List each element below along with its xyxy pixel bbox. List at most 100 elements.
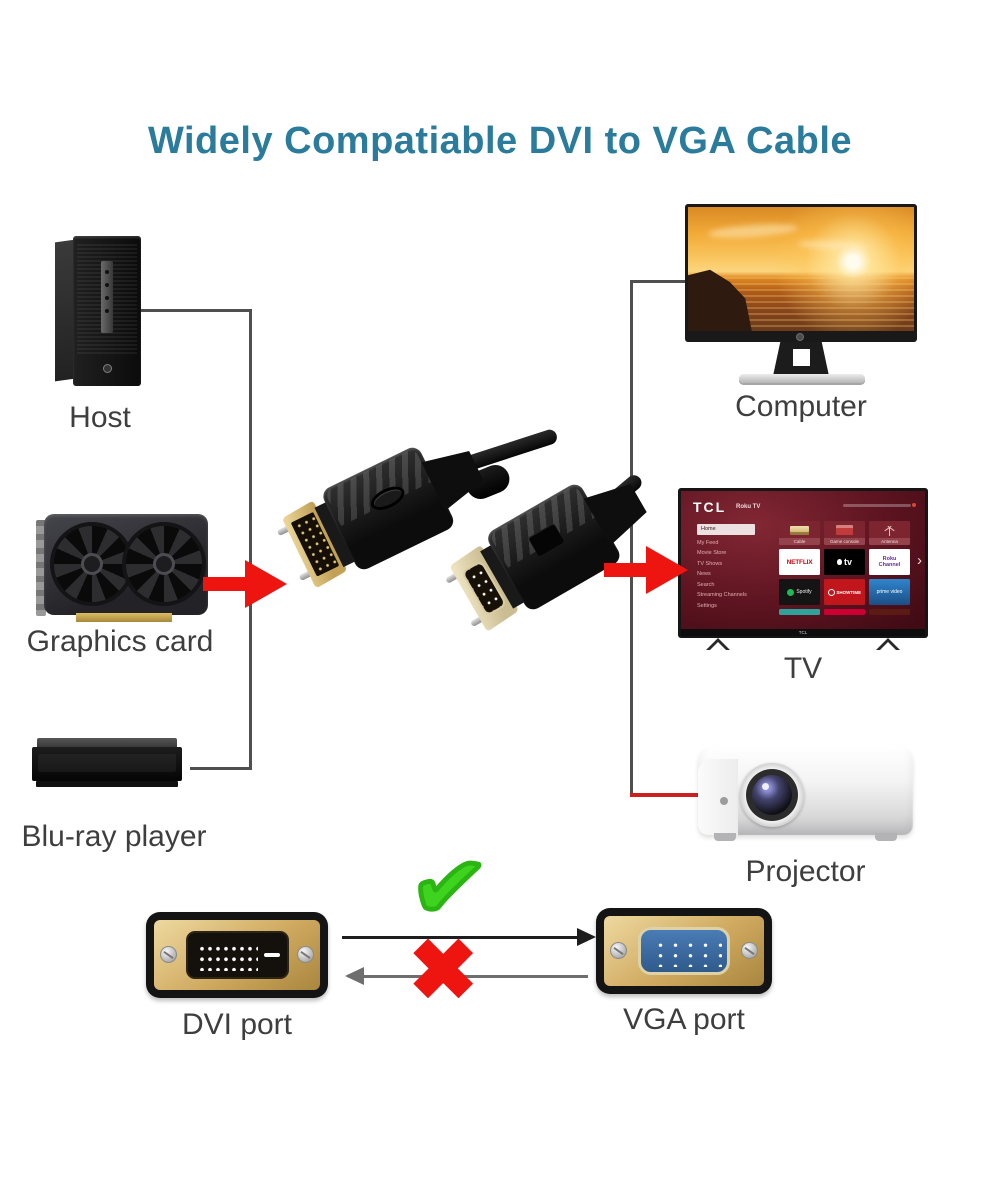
gpu-fan-hub	[81, 553, 103, 575]
wallpaper-cloud	[797, 239, 869, 252]
line-host-horizontal	[138, 309, 252, 312]
line-projector-red	[630, 793, 702, 797]
spotify-text: Spotify	[796, 589, 812, 595]
tv-screen-roku-home: TCL Roku TV Home My Feed Movie Store TV …	[681, 491, 925, 629]
tv-platform-label: Roku TV	[736, 504, 761, 510]
vga-port-pin-grid	[650, 937, 722, 967]
vga-port-image	[596, 908, 772, 994]
antenna-icon	[883, 525, 896, 536]
projector-lens-icon	[740, 763, 804, 827]
showtime-text: SHOWTIME	[836, 589, 862, 595]
tv-menu-item: Streaming Channels	[697, 592, 747, 598]
tv-menu-item: Search	[697, 581, 715, 588]
tv-menu-item: News	[697, 571, 711, 577]
arrow-dvi-to-vga-line	[342, 936, 577, 939]
tv-brand-logo: TCL	[693, 499, 727, 515]
tv-menu-item: Movie Store	[697, 550, 727, 556]
dvi-port-screw	[160, 946, 177, 963]
dvi-port-screw	[297, 946, 314, 963]
tv-leg	[706, 638, 730, 650]
dvi-port-pin-grid	[196, 941, 258, 971]
tv-tile-spotify: Spotify	[779, 579, 820, 605]
gpu-bracket	[36, 520, 46, 616]
bluray-lid	[37, 738, 177, 749]
projector-sensor-dot	[720, 797, 728, 805]
tv-promo-dot	[912, 503, 916, 507]
line-right-vertical	[630, 280, 633, 795]
tv-partial-tile	[824, 609, 865, 615]
computer-monitor-image	[685, 204, 917, 384]
monitor-stand-hole	[793, 349, 810, 366]
cross-mark-icon: ✖	[408, 923, 479, 1017]
gpu-fan-icon	[122, 522, 206, 606]
bluray-body	[32, 747, 182, 781]
host-side-panel	[55, 239, 75, 382]
tv-tile-caption: Antenna	[869, 538, 910, 545]
tv-menu-item: Settings	[697, 602, 717, 609]
apple-tv-text: tv	[843, 557, 852, 567]
tv-partial-tile	[779, 609, 820, 615]
projector-label: Projector	[745, 855, 866, 888]
tv-tile-apple-tv: tv	[824, 549, 865, 575]
host-io-strip	[101, 261, 113, 333]
tv-menu-item: TV Shows	[697, 560, 723, 567]
projector-foot	[714, 833, 736, 841]
game-console-icon	[836, 525, 853, 535]
apple-logo-icon	[836, 559, 842, 565]
vga-port-label: VGA port	[623, 1003, 745, 1036]
computer-label: Computer	[735, 390, 867, 423]
tv-menu-item: My Feed	[697, 539, 719, 546]
tv-tile-showtime: SHOWTIME	[824, 579, 865, 605]
tv-tile-prime-video: prime video	[869, 579, 910, 605]
host-logo-badge	[103, 364, 112, 373]
tv-promo-text-strip	[843, 504, 911, 507]
showtime-logo-icon	[827, 588, 835, 596]
spotify-logo-icon	[787, 588, 795, 596]
vga-port-screw	[741, 942, 758, 959]
bluray-front-display	[38, 754, 176, 772]
tv-partial-tile	[869, 609, 910, 615]
tv-image: TCL Roku TV Home My Feed Movie Store TV …	[678, 488, 928, 650]
graphics-card-image	[36, 512, 208, 626]
tv-tile-caption: Game console	[824, 538, 865, 545]
tv-tile-game-console: Game console	[824, 521, 865, 545]
arrow-vga-to-dvi-head	[345, 967, 364, 985]
red-arrow-cable-to-tv	[604, 546, 688, 594]
dvi-port-label: DVI port	[181, 1008, 293, 1041]
gpu-fan-hub	[153, 553, 175, 575]
arrow-dvi-to-vga-head	[577, 928, 596, 946]
monitor-stand-base	[739, 374, 865, 383]
bluray-base	[36, 781, 178, 787]
dvi-port-receptacle	[186, 931, 289, 979]
projector-front-panel	[698, 759, 738, 835]
tv-sidebar-menu: Home My Feed Movie Store TV Shows News S…	[697, 524, 769, 614]
tv-footer-brand: TCL	[798, 630, 808, 635]
bluray-label: Blu-ray player	[21, 820, 207, 853]
lens-highlight	[762, 783, 769, 790]
tv-label: TV	[783, 652, 823, 685]
projector-foot	[875, 833, 897, 841]
dvi-port-blade-slot	[264, 953, 280, 957]
dvi-port-image	[146, 912, 328, 998]
tv-tile-antenna: Antenna	[869, 521, 910, 545]
vga-port-screw	[610, 942, 627, 959]
tv-tile-netflix: NETFLIX	[779, 549, 820, 575]
tv-tile-caption: Cable	[779, 538, 820, 545]
lens-glass	[752, 775, 792, 815]
line-left-vertical	[249, 309, 252, 770]
monitor-screen-sunset-wallpaper	[688, 207, 914, 331]
monitor-logo-icon	[796, 333, 804, 341]
tv-tile-roku-channel: Roku Channel	[869, 549, 910, 575]
tv-tile-cable: Cable	[779, 521, 820, 545]
arrow-vga-to-dvi-line	[363, 975, 588, 978]
gpu-pcie-edge	[76, 613, 172, 622]
line-computer-horizontal	[630, 280, 688, 283]
cable-box-icon	[790, 526, 809, 535]
tv-leg	[876, 638, 900, 650]
graphics-card-label: Graphics card	[26, 625, 214, 658]
wallpaper-cloud	[707, 221, 799, 241]
page-title: Widely Compatiable DVI to VGA Cable	[147, 120, 853, 162]
red-arrow-gpu-to-cable	[203, 560, 287, 608]
tv-bottom-bezel	[681, 629, 925, 636]
